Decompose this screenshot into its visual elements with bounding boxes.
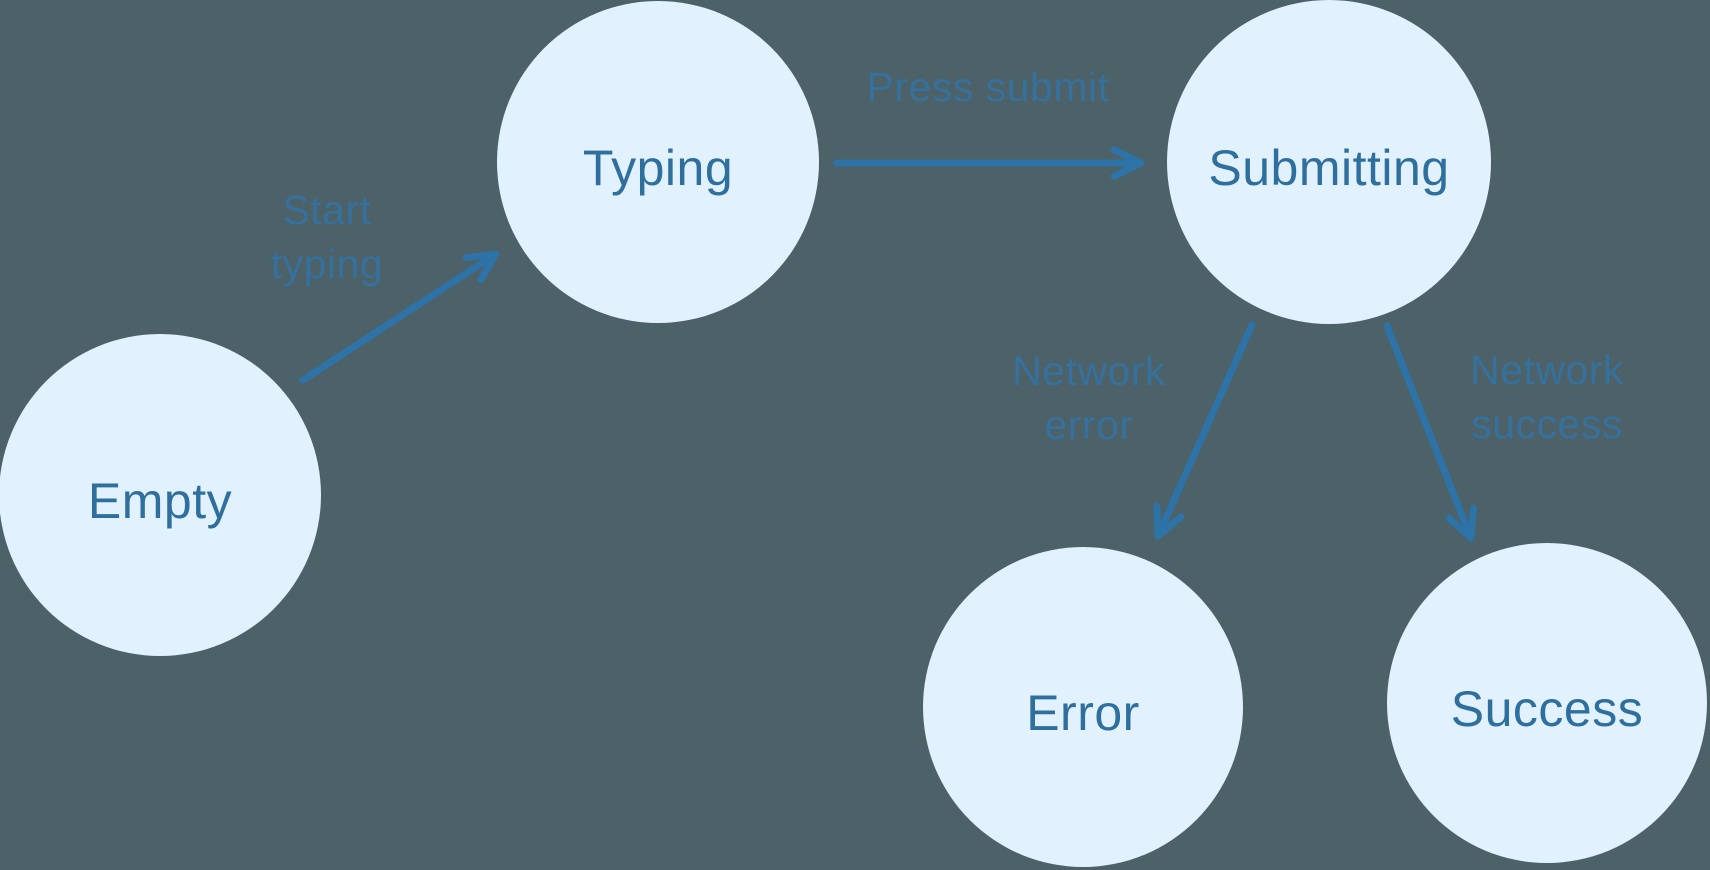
edge-label-typing-to-submitting: Press submit: [867, 60, 1110, 114]
arrowhead-icon: [1110, 146, 1145, 180]
state-node-label: Typing: [582, 140, 734, 196]
edge-label-line: Start: [282, 187, 372, 233]
state-node-label: Success: [1450, 681, 1644, 737]
edge-typing-to-submitting: [833, 146, 1145, 180]
state-node-label: Submitting: [1208, 140, 1450, 196]
edge-label-line: Network: [1012, 348, 1166, 394]
state-node-error: Error: [923, 547, 1243, 867]
edge-empty-to-typing: [299, 250, 500, 384]
arrowhead-icon: [1153, 502, 1185, 540]
edge-label-line: success: [1471, 401, 1623, 447]
edge-label-submitting-to-error: Network error: [1012, 344, 1166, 452]
state-node-empty: Empty: [0, 334, 321, 656]
edge-label-line: Network: [1470, 347, 1624, 393]
arrowhead-icon: [462, 250, 500, 284]
edge-submitting-to-error: [1153, 321, 1256, 540]
arrowhead-icon: [1445, 504, 1477, 542]
edge-label-line: typing: [270, 241, 384, 287]
state-node-label: Empty: [87, 473, 233, 529]
edge-label-empty-to-typing: Start typing: [271, 183, 383, 291]
edge-label-line: error: [1044, 402, 1134, 448]
state-node-label: Error: [1026, 685, 1140, 741]
edge-submitting-to-success: [1383, 322, 1477, 542]
edge-label-line: Press submit: [866, 64, 1110, 110]
state-node-typing: Typing: [497, 1, 819, 323]
edge-label-submitting-to-success: Network success: [1470, 343, 1624, 451]
state-node-success: Success: [1387, 543, 1707, 863]
state-node-submitting: Submitting: [1167, 0, 1491, 324]
